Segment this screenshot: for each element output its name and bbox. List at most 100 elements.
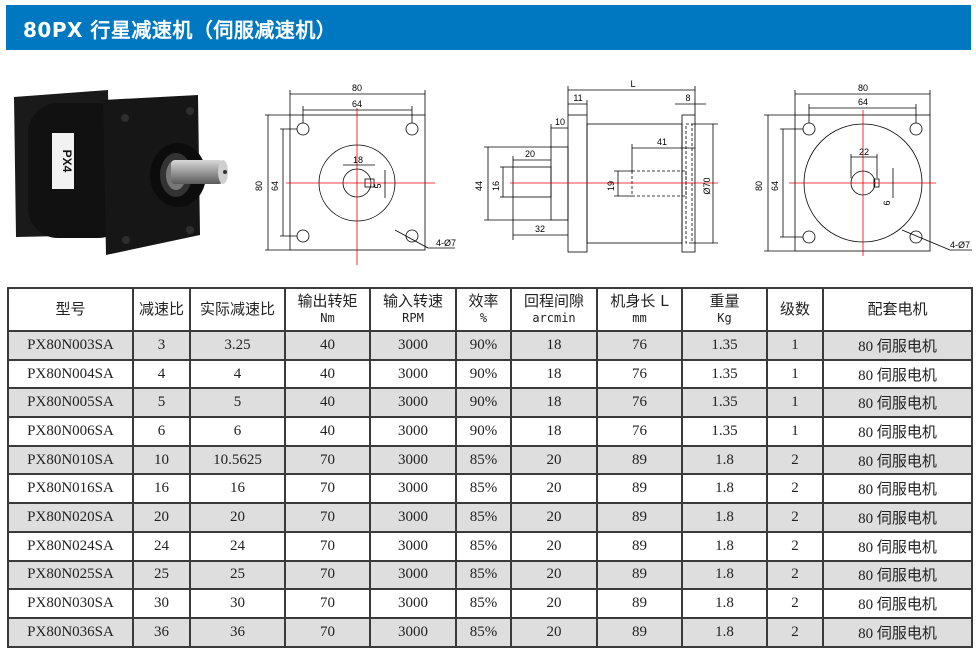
cell-stages: 1 <box>766 330 824 361</box>
cell-output-torque: 70 <box>284 473 371 505</box>
cell-model: PX80N005SA <box>7 387 134 419</box>
dim-boss-len: 10 <box>555 117 565 127</box>
cell-length: 89 <box>596 502 683 533</box>
cell-model: PX80N025SA <box>7 559 134 591</box>
cell-output-torque: 40 <box>284 358 371 390</box>
cell-backlash: 20 <box>510 588 598 619</box>
cell-backlash: 18 <box>510 330 598 361</box>
cell-output-torque: 70 <box>284 444 371 476</box>
cell-actual-ratio: 24 <box>189 530 286 562</box>
cell-input-speed: 3000 <box>369 559 457 591</box>
cell-length: 89 <box>596 588 683 619</box>
cell-model: PX80N030SA <box>7 588 134 619</box>
cell-backlash: 20 <box>510 444 598 476</box>
title-banner: 80PX 行星减速机（伺服减速机） <box>6 5 971 50</box>
cell-model: PX80N010SA <box>7 444 134 476</box>
cell-stages: 2 <box>766 502 824 533</box>
cell-motor: 80 伺服电机 <box>822 444 973 476</box>
cell-output-torque: 70 <box>284 559 371 591</box>
dim-key: 6 <box>882 200 892 205</box>
cell-weight: 1.35 <box>681 416 768 447</box>
cell-efficiency: 90% <box>455 330 512 361</box>
cell-efficiency: 85% <box>455 559 512 591</box>
cell-length: 76 <box>596 330 683 361</box>
cell-length: 89 <box>596 473 683 505</box>
dim-holes: 4-Ø7 <box>950 240 970 250</box>
cell-output-torque: 40 <box>284 330 371 361</box>
cell-efficiency: 85% <box>455 530 512 562</box>
cell-efficiency: 90% <box>455 387 512 419</box>
cell-output-torque: 40 <box>284 416 371 447</box>
cell-actual-ratio: 4 <box>189 358 286 390</box>
cell-ratio: 25 <box>132 559 191 591</box>
cell-weight: 1.35 <box>681 330 768 361</box>
cell-backlash: 20 <box>510 530 598 562</box>
cell-length: 89 <box>596 616 683 648</box>
dim-flange-thk: 11 <box>573 93 582 103</box>
cell-motor: 80 伺服电机 <box>822 616 973 648</box>
dim-key-len: 20 <box>525 149 535 159</box>
col-header-stages: 级数 <box>766 287 824 332</box>
cell-efficiency: 85% <box>455 444 512 476</box>
cell-backlash: 20 <box>510 616 598 648</box>
cell-weight: 1.35 <box>681 358 768 390</box>
rear-view-drawing: 80 64 80 64 22 6 4-Ø7 <box>740 70 976 270</box>
cell-stages: 1 <box>766 416 824 447</box>
cell-length: 76 <box>596 387 683 419</box>
dim-shaft-dia: 16 <box>491 181 501 191</box>
dim-hole-spacing-h: 64 <box>352 99 362 109</box>
cell-weight: 1.8 <box>681 444 768 476</box>
cell-weight: 1.8 <box>681 530 768 562</box>
cell-ratio: 10 <box>132 444 191 476</box>
cell-weight: 1.8 <box>681 588 768 619</box>
cell-input-speed: 3000 <box>369 358 457 390</box>
cell-ratio: 3 <box>132 330 191 361</box>
cell-efficiency: 90% <box>455 416 512 447</box>
cell-actual-ratio: 20 <box>189 502 286 533</box>
cell-weight: 1.8 <box>681 616 768 648</box>
col-header-motor: 配套电机 <box>822 287 973 332</box>
cell-motor: 80 伺服电机 <box>822 473 973 505</box>
dim-boss-dia: 44 <box>474 181 484 191</box>
cell-output-torque: 70 <box>284 530 371 562</box>
cell-actual-ratio: 6 <box>189 416 286 447</box>
cell-motor: 80 伺服电机 <box>822 530 973 562</box>
cell-actual-ratio: 5 <box>189 387 286 419</box>
dim-bore-depth: 41 <box>657 137 667 147</box>
col-header-model: 型号 <box>7 287 134 332</box>
product-label: PX4 <box>60 150 74 173</box>
cell-length: 89 <box>596 559 683 591</box>
cell-input-speed: 3000 <box>369 330 457 361</box>
cell-motor: 80 伺服电机 <box>822 330 973 361</box>
dim-height: 80 <box>754 181 764 191</box>
cell-ratio: 36 <box>132 616 191 648</box>
cell-backlash: 20 <box>510 473 598 505</box>
cell-ratio: 20 <box>132 502 191 533</box>
cell-motor: 80 伺服电机 <box>822 588 973 619</box>
cell-weight: 1.35 <box>681 387 768 419</box>
page-title: 80PX 行星减速机（伺服减速机） <box>23 18 337 42</box>
cell-actual-ratio: 16 <box>189 473 286 505</box>
cell-stages: 1 <box>766 358 824 390</box>
cell-length: 89 <box>596 530 683 562</box>
dim-height: 80 <box>254 181 264 191</box>
cell-motor: 80 伺服电机 <box>822 502 973 533</box>
dim-rear-thk: 8 <box>685 93 690 103</box>
col-header-ratio: 减速比 <box>132 287 191 332</box>
cell-input-speed: 3000 <box>369 387 457 419</box>
cell-backlash: 18 <box>510 387 598 419</box>
cell-backlash: 20 <box>510 559 598 591</box>
dim-shaft-len: 32 <box>535 224 545 234</box>
cell-input-speed: 3000 <box>369 616 457 648</box>
col-header-actual-ratio: 实际减速比 <box>189 287 286 332</box>
cell-output-torque: 70 <box>284 502 371 533</box>
